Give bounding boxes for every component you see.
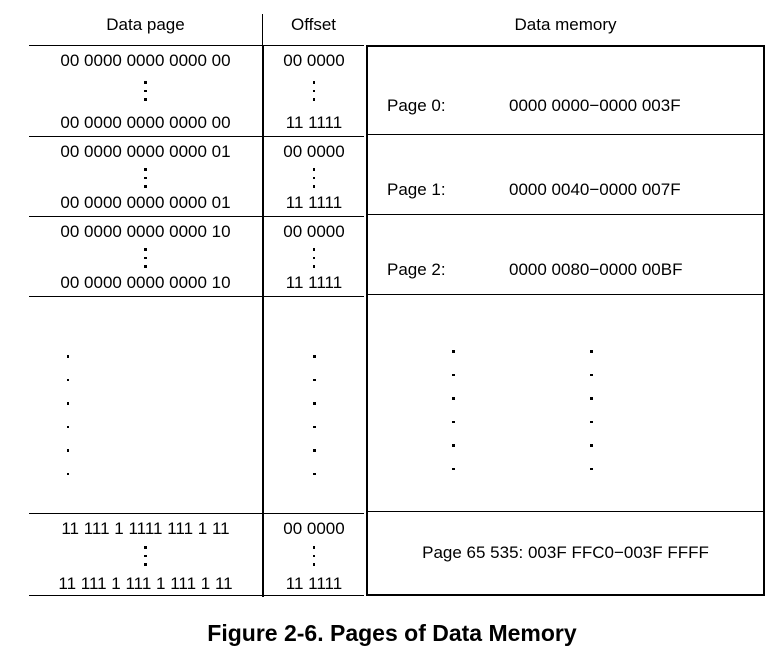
offset-cell: 00 0000 11 1111 bbox=[264, 514, 364, 597]
memory-address-range: 0000 0040−0000 007F bbox=[509, 179, 681, 199]
memory-row-text: Page 1: 0000 0040−0000 007F bbox=[368, 165, 763, 199]
page-offset-block: 00 0000 0000 0000 00 00 0000 0000 0000 0… bbox=[29, 45, 364, 597]
memory-row-text: Page 0: 0000 0000−0000 003F bbox=[368, 81, 763, 115]
column-header-data-memory: Data memory bbox=[514, 15, 617, 34]
memory-row: Page 2: 0000 0080−0000 00BF bbox=[368, 215, 763, 295]
vertical-ellipsis-icon bbox=[264, 540, 364, 572]
data-page-start-bits: 11 111 1 1111 111 1 11 bbox=[61, 519, 230, 538]
data-page-start-bits: 00 0000 0000 0000 00 bbox=[60, 51, 231, 70]
offset-start-bits: 00 0000 bbox=[283, 222, 345, 241]
table-row: 00 0000 0000 0000 10 00 0000 0000 0000 1… bbox=[29, 217, 364, 297]
data-page-start-bits: 00 0000 0000 0000 01 bbox=[60, 142, 231, 161]
vertical-ellipsis-icon bbox=[590, 350, 593, 470]
memory-row: Page 65 535: 003F FFC0−003F FFFF bbox=[368, 512, 763, 594]
column-header-data-page: Data page bbox=[106, 15, 185, 34]
page-offset-divider bbox=[262, 46, 264, 597]
header-divider bbox=[262, 14, 263, 51]
vertical-ellipsis-icon bbox=[313, 355, 316, 475]
memory-gap-row bbox=[368, 295, 763, 512]
column-header-offset: Offset bbox=[290, 15, 337, 34]
memory-address-range: 0000 0080−0000 00BF bbox=[509, 259, 683, 279]
data-page-end-bits: 00 0000 0000 0000 00 bbox=[60, 113, 231, 132]
offset-end-bits: 11 1111 bbox=[285, 113, 343, 132]
vertical-ellipsis-icon bbox=[264, 241, 364, 275]
memory-page-label: Page 0: bbox=[387, 95, 446, 115]
memory-gap-ellipses bbox=[368, 295, 763, 511]
data-memory-box: Page 0: 0000 0000−0000 003F Page 1: 0000… bbox=[366, 45, 765, 596]
figure-caption: Figure 2-6. Pages of Data Memory bbox=[207, 620, 577, 646]
table-gap-row bbox=[29, 297, 364, 514]
vertical-ellipsis-icon bbox=[29, 72, 262, 110]
offset-start-bits: 00 0000 bbox=[283, 142, 345, 161]
data-page-cell: 11 111 1 1111 111 1 11 11 111 1 111 1 11… bbox=[29, 514, 262, 597]
memory-row-text: Page 2: 0000 0080−0000 00BF bbox=[368, 245, 763, 279]
data-page-cell: 00 0000 0000 0000 01 00 0000 0000 0000 0… bbox=[29, 137, 262, 216]
memory-row-text: Page 65 535: 003F FFC0−003F FFFF bbox=[422, 543, 709, 562]
offset-end-bits: 11 1111 bbox=[285, 273, 343, 292]
data-page-end-bits: 00 0000 0000 0000 10 bbox=[60, 273, 231, 292]
data-page-end-bits: 00 0000 0000 0000 01 bbox=[60, 193, 231, 212]
table-row: 00 0000 0000 0000 00 00 0000 0000 0000 0… bbox=[29, 46, 364, 137]
memory-page-label: Page 1: bbox=[387, 179, 446, 199]
data-page-cell: 00 0000 0000 0000 00 00 0000 0000 0000 0… bbox=[29, 46, 262, 136]
data-page-end-bits: 11 111 1 111 1 111 1 11 bbox=[58, 574, 233, 593]
data-page-start-bits: 00 0000 0000 0000 10 bbox=[60, 222, 231, 241]
memory-address-range: 0000 0000−0000 003F bbox=[509, 95, 681, 115]
offset-gap-cell bbox=[264, 297, 364, 513]
vertical-ellipsis-icon bbox=[29, 161, 262, 195]
data-page-cell: 00 0000 0000 0000 10 00 0000 0000 0000 1… bbox=[29, 217, 262, 296]
vertical-ellipsis-icon bbox=[452, 350, 455, 470]
offset-start-bits: 00 0000 bbox=[283, 51, 345, 70]
offset-end-bits: 11 1111 bbox=[285, 193, 343, 212]
offset-cell: 00 0000 11 1111 bbox=[264, 137, 364, 216]
offset-start-bits: 00 0000 bbox=[283, 519, 345, 538]
memory-row: Page 0: 0000 0000−0000 003F bbox=[368, 47, 763, 135]
table-row: 11 111 1 1111 111 1 11 11 111 1 111 1 11… bbox=[29, 514, 364, 597]
pages-table: 00 0000 0000 0000 00 00 0000 0000 0000 0… bbox=[29, 45, 765, 597]
vertical-ellipsis-icon bbox=[264, 161, 364, 195]
vertical-ellipsis-icon bbox=[29, 540, 262, 572]
offset-cell: 00 0000 11 1111 bbox=[264, 46, 364, 136]
vertical-ellipsis-icon bbox=[264, 72, 364, 110]
data-page-gap-cell bbox=[29, 297, 262, 513]
memory-row: Page 1: 0000 0040−0000 007F bbox=[368, 135, 763, 215]
offset-end-bits: 11 1111 bbox=[285, 574, 343, 593]
memory-page-label: Page 2: bbox=[387, 259, 446, 279]
table-header: Data page Offset Data memory bbox=[0, 6, 784, 51]
vertical-ellipsis-icon bbox=[66, 355, 69, 475]
vertical-ellipsis-icon bbox=[29, 241, 262, 275]
offset-cell: 00 0000 11 1111 bbox=[264, 217, 364, 296]
table-row: 00 0000 0000 0000 01 00 0000 0000 0000 0… bbox=[29, 137, 364, 217]
